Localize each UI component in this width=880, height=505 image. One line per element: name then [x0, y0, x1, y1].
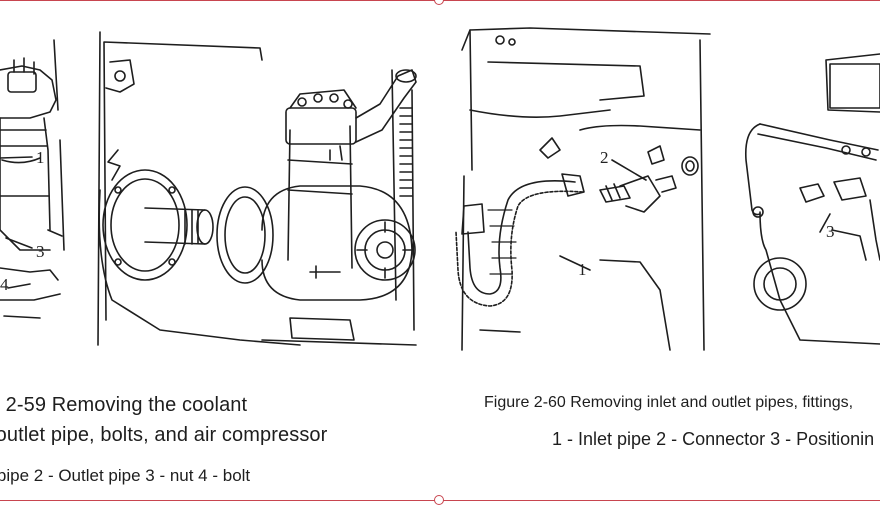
callout-3: 3 [36, 242, 45, 261]
engine-housing [462, 28, 710, 350]
figure-2-59-legend: et pipe 2 - Outlet pipe 3 - nut 4 - bolt [0, 466, 251, 485]
engine-block-right [262, 70, 416, 345]
callout-1: 1 [36, 148, 45, 167]
positioning-assembly [746, 54, 880, 344]
callout-3b: 3 [826, 222, 835, 241]
callout-leader-3 [6, 238, 32, 248]
figure-2-60-caption: Figure 2-60 Removing inlet and outlet pi… [484, 394, 854, 411]
callout-leader-1 [0, 157, 32, 158]
bottom-border-knob [434, 495, 444, 505]
callout-1b: 1 [578, 260, 587, 279]
coolant-pump-assembly [0, 40, 64, 318]
figure-2-60-legend: 1 - Inlet pipe 2 - Connector 3 - Positio… [552, 429, 875, 449]
figure-2-59-caption-line1: re 2-59 Removing the coolant [0, 394, 248, 416]
callout-2: 2 [600, 148, 609, 167]
engine-block-left [98, 32, 300, 345]
connector-2 [600, 157, 698, 212]
callout-4: 4 [0, 275, 9, 294]
figure-2-59-caption-line2: /outlet pipe, bolts, and air compressor [0, 424, 328, 446]
inlet-pipe-1 [456, 174, 590, 306]
air-compressor [262, 70, 416, 300]
